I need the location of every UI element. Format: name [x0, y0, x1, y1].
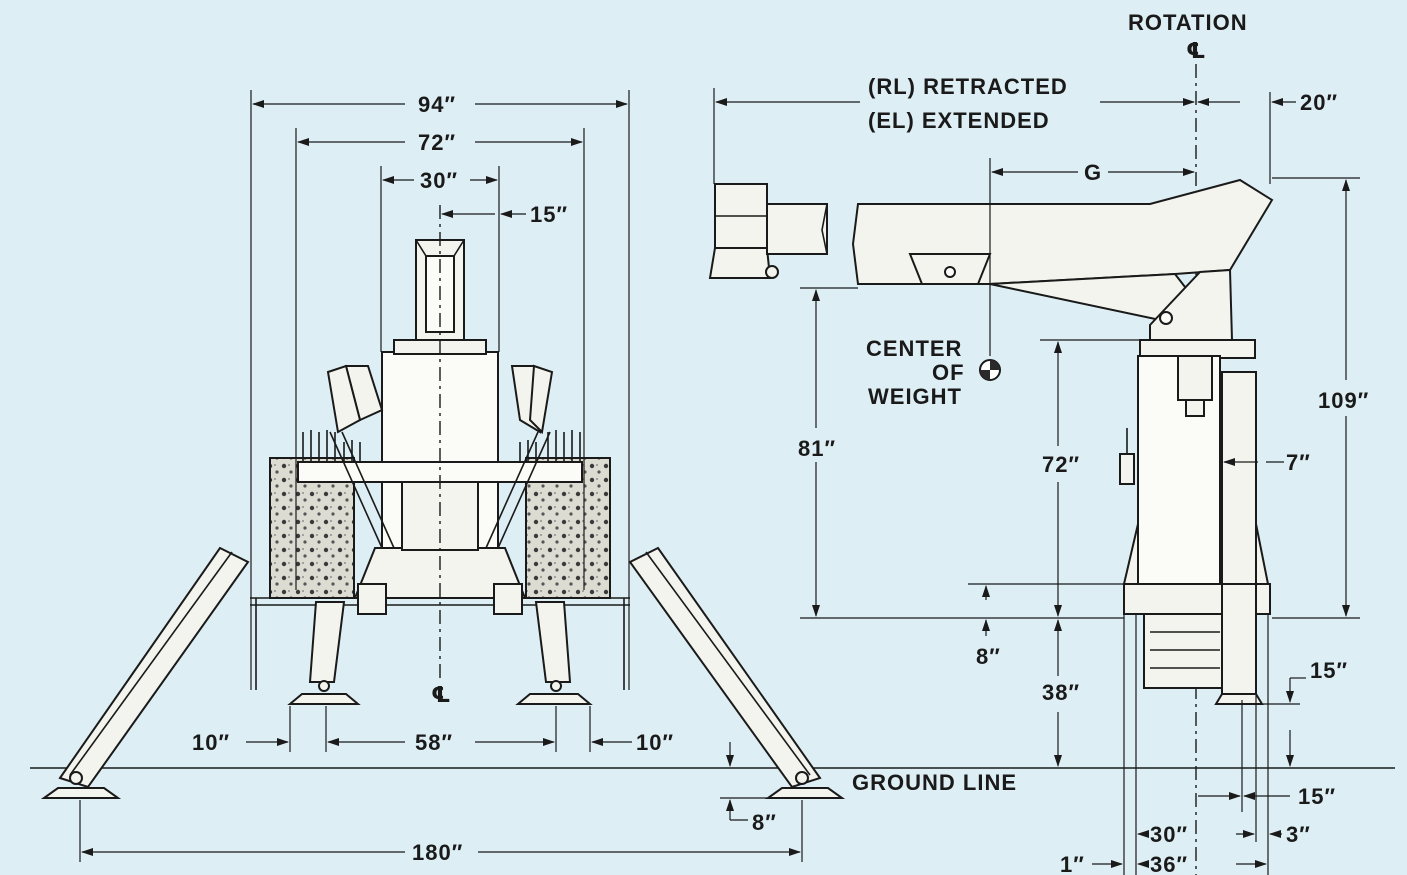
- dim-7: 7″: [1286, 450, 1311, 475]
- dim-10-left: 10″: [192, 730, 230, 755]
- dim-30: 30″: [420, 168, 458, 193]
- of-label: OF: [932, 360, 965, 385]
- dim-15-lower: 15″: [1298, 784, 1336, 809]
- retracted-label: (RL) RETRACTED: [868, 74, 1068, 99]
- dim-72: 72″: [418, 130, 456, 155]
- front-view: ℄ 94″ 72″ 30″ 15″ 10″ 58″: [40, 90, 846, 865]
- dim-8-side: 8″: [976, 644, 1001, 669]
- dim-36: 36″: [1150, 852, 1188, 875]
- dim-30-side: 30″: [1150, 822, 1188, 847]
- dim-10-right: 10″: [636, 730, 674, 755]
- ground-line-label: GROUND LINE: [852, 770, 1017, 795]
- dim-8-front: 8″: [752, 810, 777, 835]
- dim-94: 94″: [418, 92, 456, 117]
- ground-line: GROUND LINE: [30, 767, 1395, 795]
- dim-15: 15″: [530, 202, 568, 227]
- front-centerline-symbol: ℄: [431, 682, 452, 707]
- bolt-row-left: [302, 430, 361, 462]
- dim-3: 3″: [1286, 822, 1311, 847]
- side-view: ROTATION ℄: [708, 10, 1369, 875]
- bolt-row-right: [519, 430, 581, 462]
- mast: [1119, 339, 1271, 705]
- right-outrigger: [628, 546, 846, 799]
- dim-1: 1″: [1060, 852, 1085, 875]
- dim-58: 58″: [415, 730, 453, 755]
- rotation-label: ROTATION: [1128, 10, 1248, 35]
- main-boom: [851, 178, 1274, 341]
- center-label: CENTER: [866, 336, 962, 361]
- extended-label: (EL) EXTENDED: [868, 108, 1050, 133]
- dim-109: 109″: [1318, 388, 1369, 413]
- left-outrigger: [40, 546, 250, 799]
- dim-81: 81″: [798, 436, 836, 461]
- dim-180: 180″: [412, 840, 463, 865]
- dim-g: G: [1084, 160, 1102, 185]
- center-of-weight: CENTER OF WEIGHT: [866, 158, 1001, 409]
- weight-label: WEIGHT: [868, 384, 962, 409]
- boom-tip: [708, 183, 828, 279]
- rotation-centerline-symbol: ℄: [1186, 38, 1207, 63]
- dim-15-upper: 15″: [1310, 658, 1348, 683]
- dim-20: 20″: [1300, 90, 1338, 115]
- dim-72-side: 72″: [1042, 452, 1080, 477]
- dim-38: 38″: [1042, 680, 1080, 705]
